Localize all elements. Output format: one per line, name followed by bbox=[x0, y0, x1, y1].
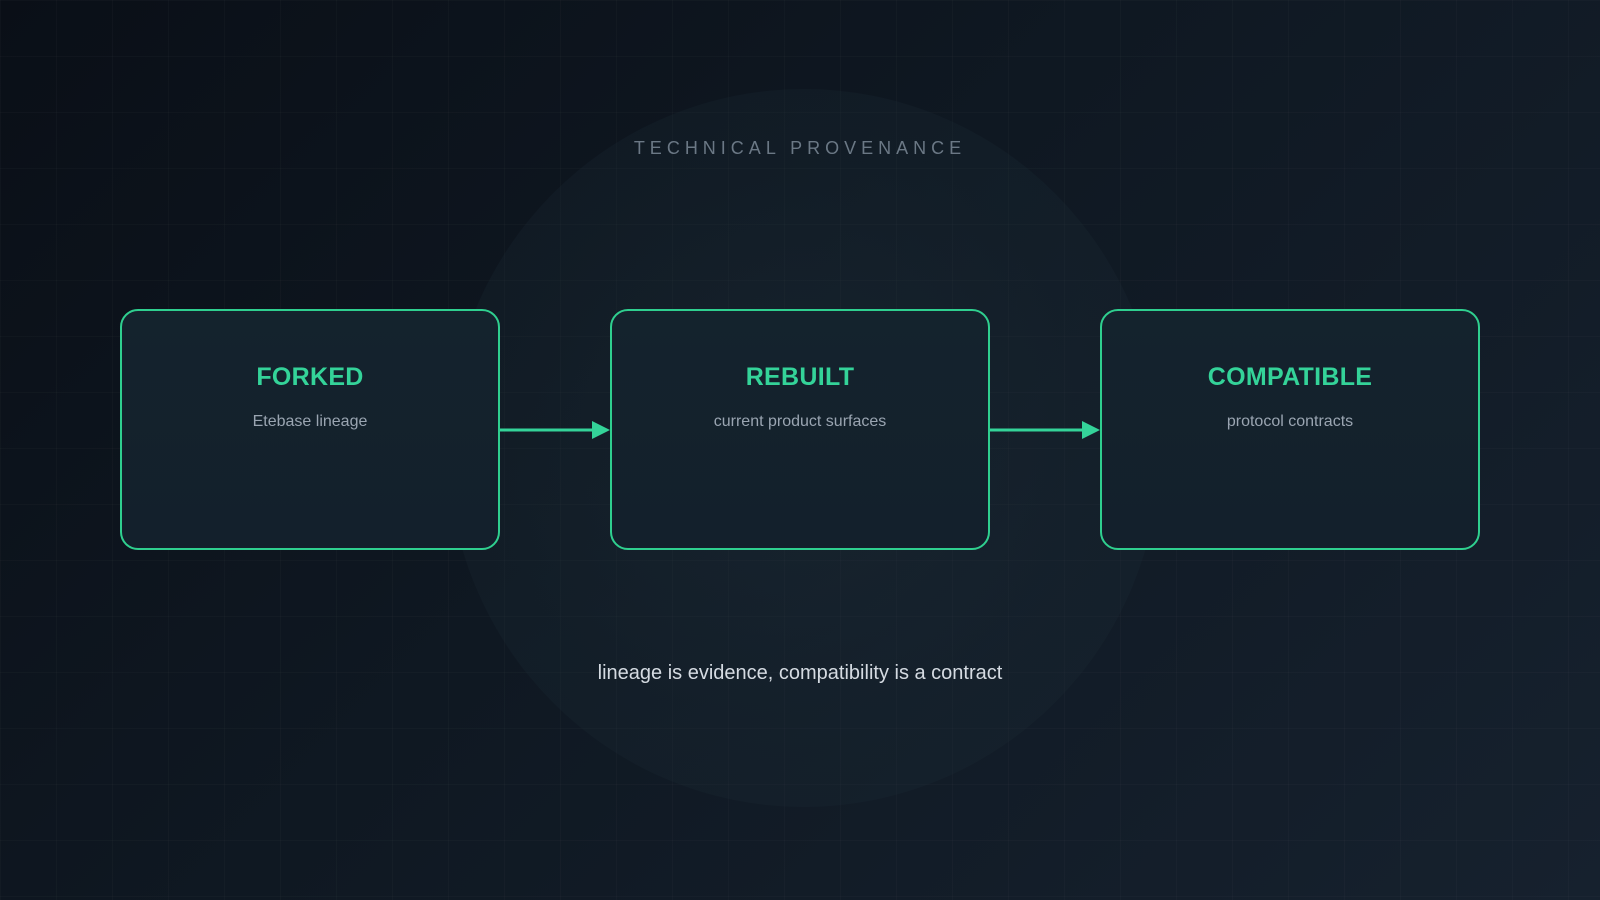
stage-title: COMPATIBLE bbox=[1207, 363, 1373, 391]
stage-box-forked: FORKED Etebase lineage bbox=[120, 309, 500, 550]
stage-box-rebuilt: REBUILT current product surfaces bbox=[610, 309, 990, 550]
footer-tagline: lineage is evidence, compatibility is a … bbox=[597, 662, 1003, 684]
arrow-rebuilt-to-compatible bbox=[990, 421, 1100, 439]
stage-subtitle: current product surfaces bbox=[713, 413, 887, 430]
section-eyebrow: TECHNICAL PROVENANCE bbox=[633, 138, 967, 158]
arrow-forked-to-rebuilt bbox=[500, 421, 610, 439]
stage-title: REBUILT bbox=[745, 363, 855, 391]
stage-box-compatible: COMPATIBLE protocol contracts bbox=[1100, 309, 1480, 550]
stage-subtitle: protocol contracts bbox=[1226, 413, 1354, 430]
stage-title: FORKED bbox=[256, 363, 364, 391]
stage-subtitle: Etebase lineage bbox=[252, 413, 368, 430]
